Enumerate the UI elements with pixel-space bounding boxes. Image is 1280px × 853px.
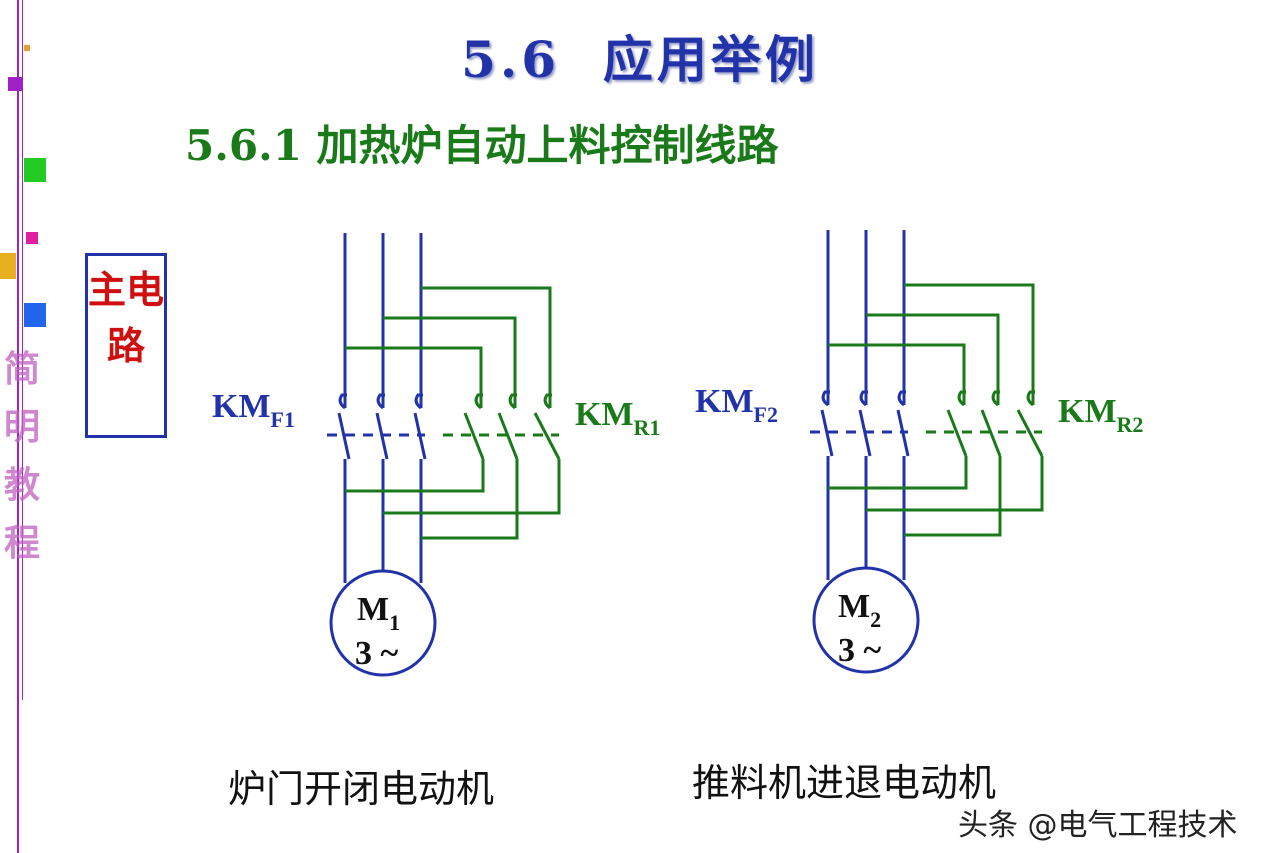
section-number: 5.6	[461, 30, 561, 89]
motor-label-1: M1	[357, 591, 400, 635]
section-heading: 5.6 应用举例	[0, 20, 1280, 92]
section-title: 应用举例	[602, 30, 819, 89]
caption-circuit-2: 推料机进退电动机	[692, 761, 997, 805]
motor-phase-1: 3 ~	[355, 635, 399, 672]
contactor-label-reverse-1: KMR1	[575, 396, 660, 440]
deco-square-green	[24, 158, 46, 182]
motor-label-2: M2	[838, 588, 881, 632]
caption-circuit-1: 炉门开闭电动机	[228, 767, 495, 811]
main-circuit-label-box: 主电路	[85, 253, 167, 438]
deco-square-blue	[24, 303, 46, 327]
left-rail-line-2	[22, 0, 23, 700]
left-rail-line	[17, 0, 19, 853]
deco-square-purple	[8, 77, 22, 91]
side-course-label: 简明教程	[3, 348, 40, 564]
watermark-text: 头条 @电气工程技术	[958, 808, 1238, 843]
deco-square-magenta	[26, 232, 38, 244]
contactor-label-reverse-2: KMR2	[1058, 393, 1143, 437]
deco-square-orange-small	[24, 45, 30, 51]
motor-phase-2: 3 ~	[838, 632, 882, 669]
deco-square-yellow	[0, 253, 16, 279]
contactor-label-forward-1: KMF1	[212, 388, 295, 432]
contactor-label-forward-2: KMF2	[695, 383, 778, 427]
subsection-heading: 5.6.1 加热炉自动上料控制线路	[185, 121, 779, 170]
